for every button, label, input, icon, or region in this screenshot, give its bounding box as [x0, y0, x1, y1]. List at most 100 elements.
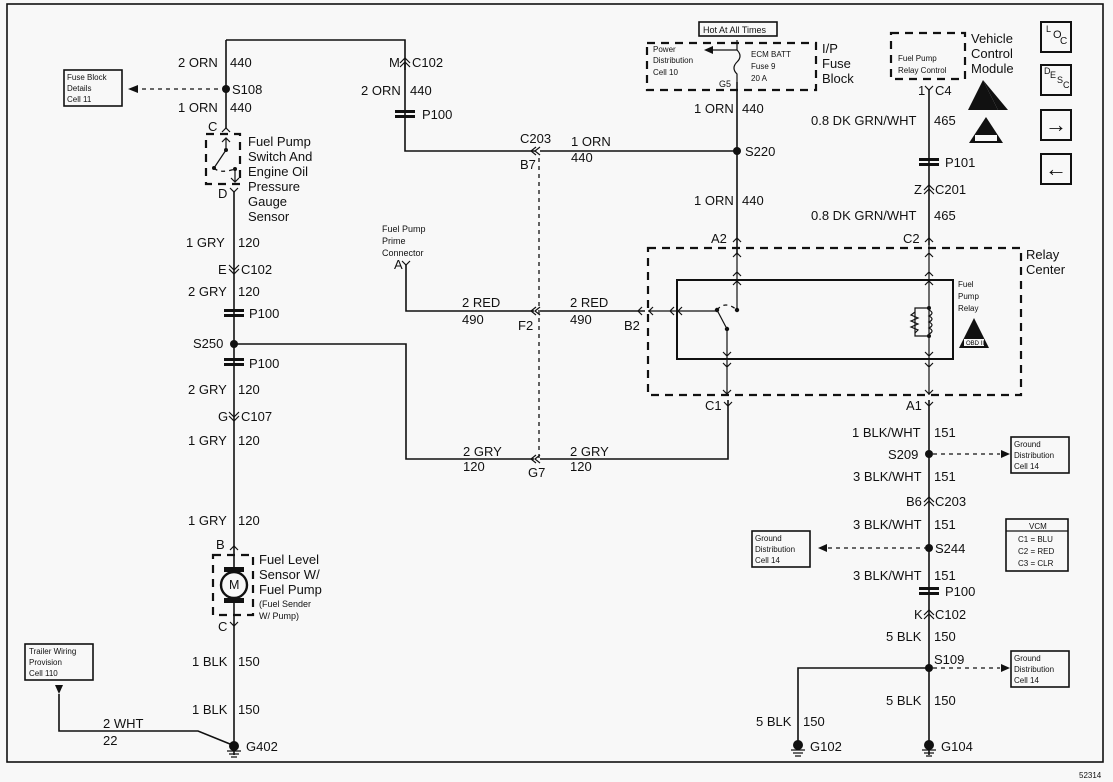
wire-circuit: 151 — [934, 425, 956, 440]
relay-c1-lead — [722, 329, 732, 395]
wire-circuit: 120 — [238, 513, 260, 528]
wire-fuse-feed — [710, 40, 738, 51]
relay-a2-lead — [732, 252, 742, 298]
fuse-block-ref-box[interactable]: Fuse Block Details Cell 11 — [63, 69, 123, 107]
wire-label: 1 BLK — [192, 702, 228, 717]
svg-text:(Fuel Sender: (Fuel Sender — [259, 599, 311, 609]
pin-label: G — [218, 409, 228, 424]
svg-text:Fuel Pump: Fuel Pump — [382, 224, 426, 234]
loc-letter-l: L — [1046, 24, 1052, 34]
splice-label: S108 — [232, 82, 262, 97]
obd-label: OBD II — [966, 341, 984, 347]
pin-label: A1 — [906, 398, 922, 413]
pin-label: G7 — [528, 465, 545, 480]
svg-text:Block: Block — [822, 71, 854, 86]
connector-label: P100 — [249, 356, 279, 371]
ground-label: G402 — [246, 739, 278, 754]
relay-contact-arc — [716, 304, 738, 311]
fuel-pump-relay-box — [676, 279, 954, 360]
wire-top-loop — [226, 39, 406, 70]
pin-label: B7 — [520, 157, 536, 172]
wire-label: 2 ORN — [178, 55, 218, 70]
ip-fuse-block-label: I/P Fuse Block — [822, 41, 854, 86]
desc-letter-s: S — [1057, 75, 1064, 85]
relay-resistor-bracket — [914, 307, 929, 337]
svg-text:Connector: Connector — [382, 248, 424, 258]
pass-through-p100 — [224, 358, 244, 366]
pin-label: K — [914, 607, 923, 622]
svg-text:Pressure: Pressure — [248, 179, 300, 194]
svg-text:Ground: Ground — [1014, 440, 1041, 449]
wire-label: 1 ORN — [178, 100, 218, 115]
svg-text:C1 = BLU: C1 = BLU — [1018, 535, 1053, 544]
wire-circuit: 440 — [571, 150, 593, 165]
svg-text:Cell 10: Cell 10 — [653, 68, 678, 77]
switch-linkage — [213, 167, 236, 172]
vcm-connector-legend: VCM C1 = BLU C2 = RED C3 = CLR — [1005, 518, 1069, 572]
svg-text:Sensor: Sensor — [248, 209, 290, 224]
svg-text:Fuel Level: Fuel Level — [259, 552, 319, 567]
wire-circuit: 151 — [934, 517, 956, 532]
svg-text:Relay: Relay — [1026, 247, 1060, 262]
wire-circuit: 150 — [238, 702, 260, 717]
connector-pin — [924, 237, 934, 243]
connector-label: P100 — [945, 584, 975, 599]
arrow-left-icon — [128, 85, 138, 93]
next-page-button[interactable]: → — [1040, 109, 1072, 141]
ground-distribution-ref-box[interactable]: Ground Distribution Cell 14 — [751, 530, 811, 568]
location-button[interactable]: L O C — [1040, 21, 1072, 53]
svg-text:Fuel: Fuel — [958, 280, 974, 289]
connector-c201-z — [923, 184, 935, 195]
coil-icon — [927, 309, 933, 335]
svg-text:Fuse: Fuse — [822, 56, 851, 71]
svg-text:Power: Power — [653, 45, 676, 54]
ground-distribution-ref-box[interactable]: Ground Distribution Cell 14 — [1010, 436, 1070, 474]
connector-label: C4 — [935, 83, 952, 98]
pin-label: B — [216, 537, 225, 552]
svg-text:Ground: Ground — [755, 534, 782, 543]
fuel-level-sensor-box — [211, 553, 255, 617]
previous-page-button[interactable]: ← — [1040, 153, 1072, 185]
pin-label: A2 — [711, 231, 727, 246]
wire-label: 0.8 DK GRN/WHT — [811, 208, 917, 223]
svg-text:C2 = RED: C2 = RED — [1018, 547, 1054, 556]
pass-through-p100 — [224, 309, 244, 317]
wire-label: 5 BLK — [886, 693, 922, 708]
wire-trailer — [58, 694, 231, 745]
wire-label: 1 BLK/WHT — [852, 425, 921, 440]
connector-label: C201 — [935, 182, 966, 197]
relay-switch-blade — [716, 309, 728, 330]
connector-pin — [229, 187, 239, 193]
wire-circuit: 151 — [934, 469, 956, 484]
svg-text:C3 = CLR: C3 = CLR — [1018, 559, 1054, 568]
pin-label: E — [218, 262, 227, 277]
wire-label: 2 RED — [462, 295, 500, 310]
connector-label: C203 — [520, 131, 551, 146]
wire-circuit: 440 — [230, 100, 252, 115]
diagram-frame — [6, 3, 1104, 763]
switch-blade — [213, 149, 227, 169]
wire-label: 2 GRY — [188, 382, 227, 397]
connector-pin — [924, 85, 934, 91]
ground-distribution-ref-box[interactable]: Ground Distribution Cell 14 — [1010, 650, 1070, 688]
description-button[interactable]: D E S C — [1040, 64, 1072, 96]
arrow-down-icon — [55, 685, 63, 694]
ip-fuse-block-outline — [645, 41, 818, 92]
fuse-icon — [733, 49, 741, 82]
motor-icon — [219, 570, 249, 600]
wire-circuit: 490 — [462, 312, 484, 327]
desc-letter-d: D — [1044, 66, 1051, 76]
connector-label: P100 — [422, 107, 452, 122]
fuel-level-sensor-label: Fuel Level Sensor W/ Fuel Pump (Fuel Sen… — [259, 552, 322, 621]
wire-label: 1 ORN — [571, 134, 611, 149]
wire-circuit: 440 — [742, 101, 764, 116]
relay-b2-lead — [648, 306, 717, 316]
trailer-wiring-ref-box[interactable]: Trailer Wiring Provision Cell 110 — [24, 643, 94, 681]
svg-text:Distribution: Distribution — [755, 545, 795, 554]
wire-g7-c1 — [540, 408, 729, 460]
connector-c203 — [530, 146, 541, 156]
splice-label: S209 — [888, 447, 918, 462]
wire-circuit: 440 — [410, 83, 432, 98]
fuse-terminal: G5 — [719, 79, 731, 89]
connector-c102-e — [228, 264, 240, 275]
